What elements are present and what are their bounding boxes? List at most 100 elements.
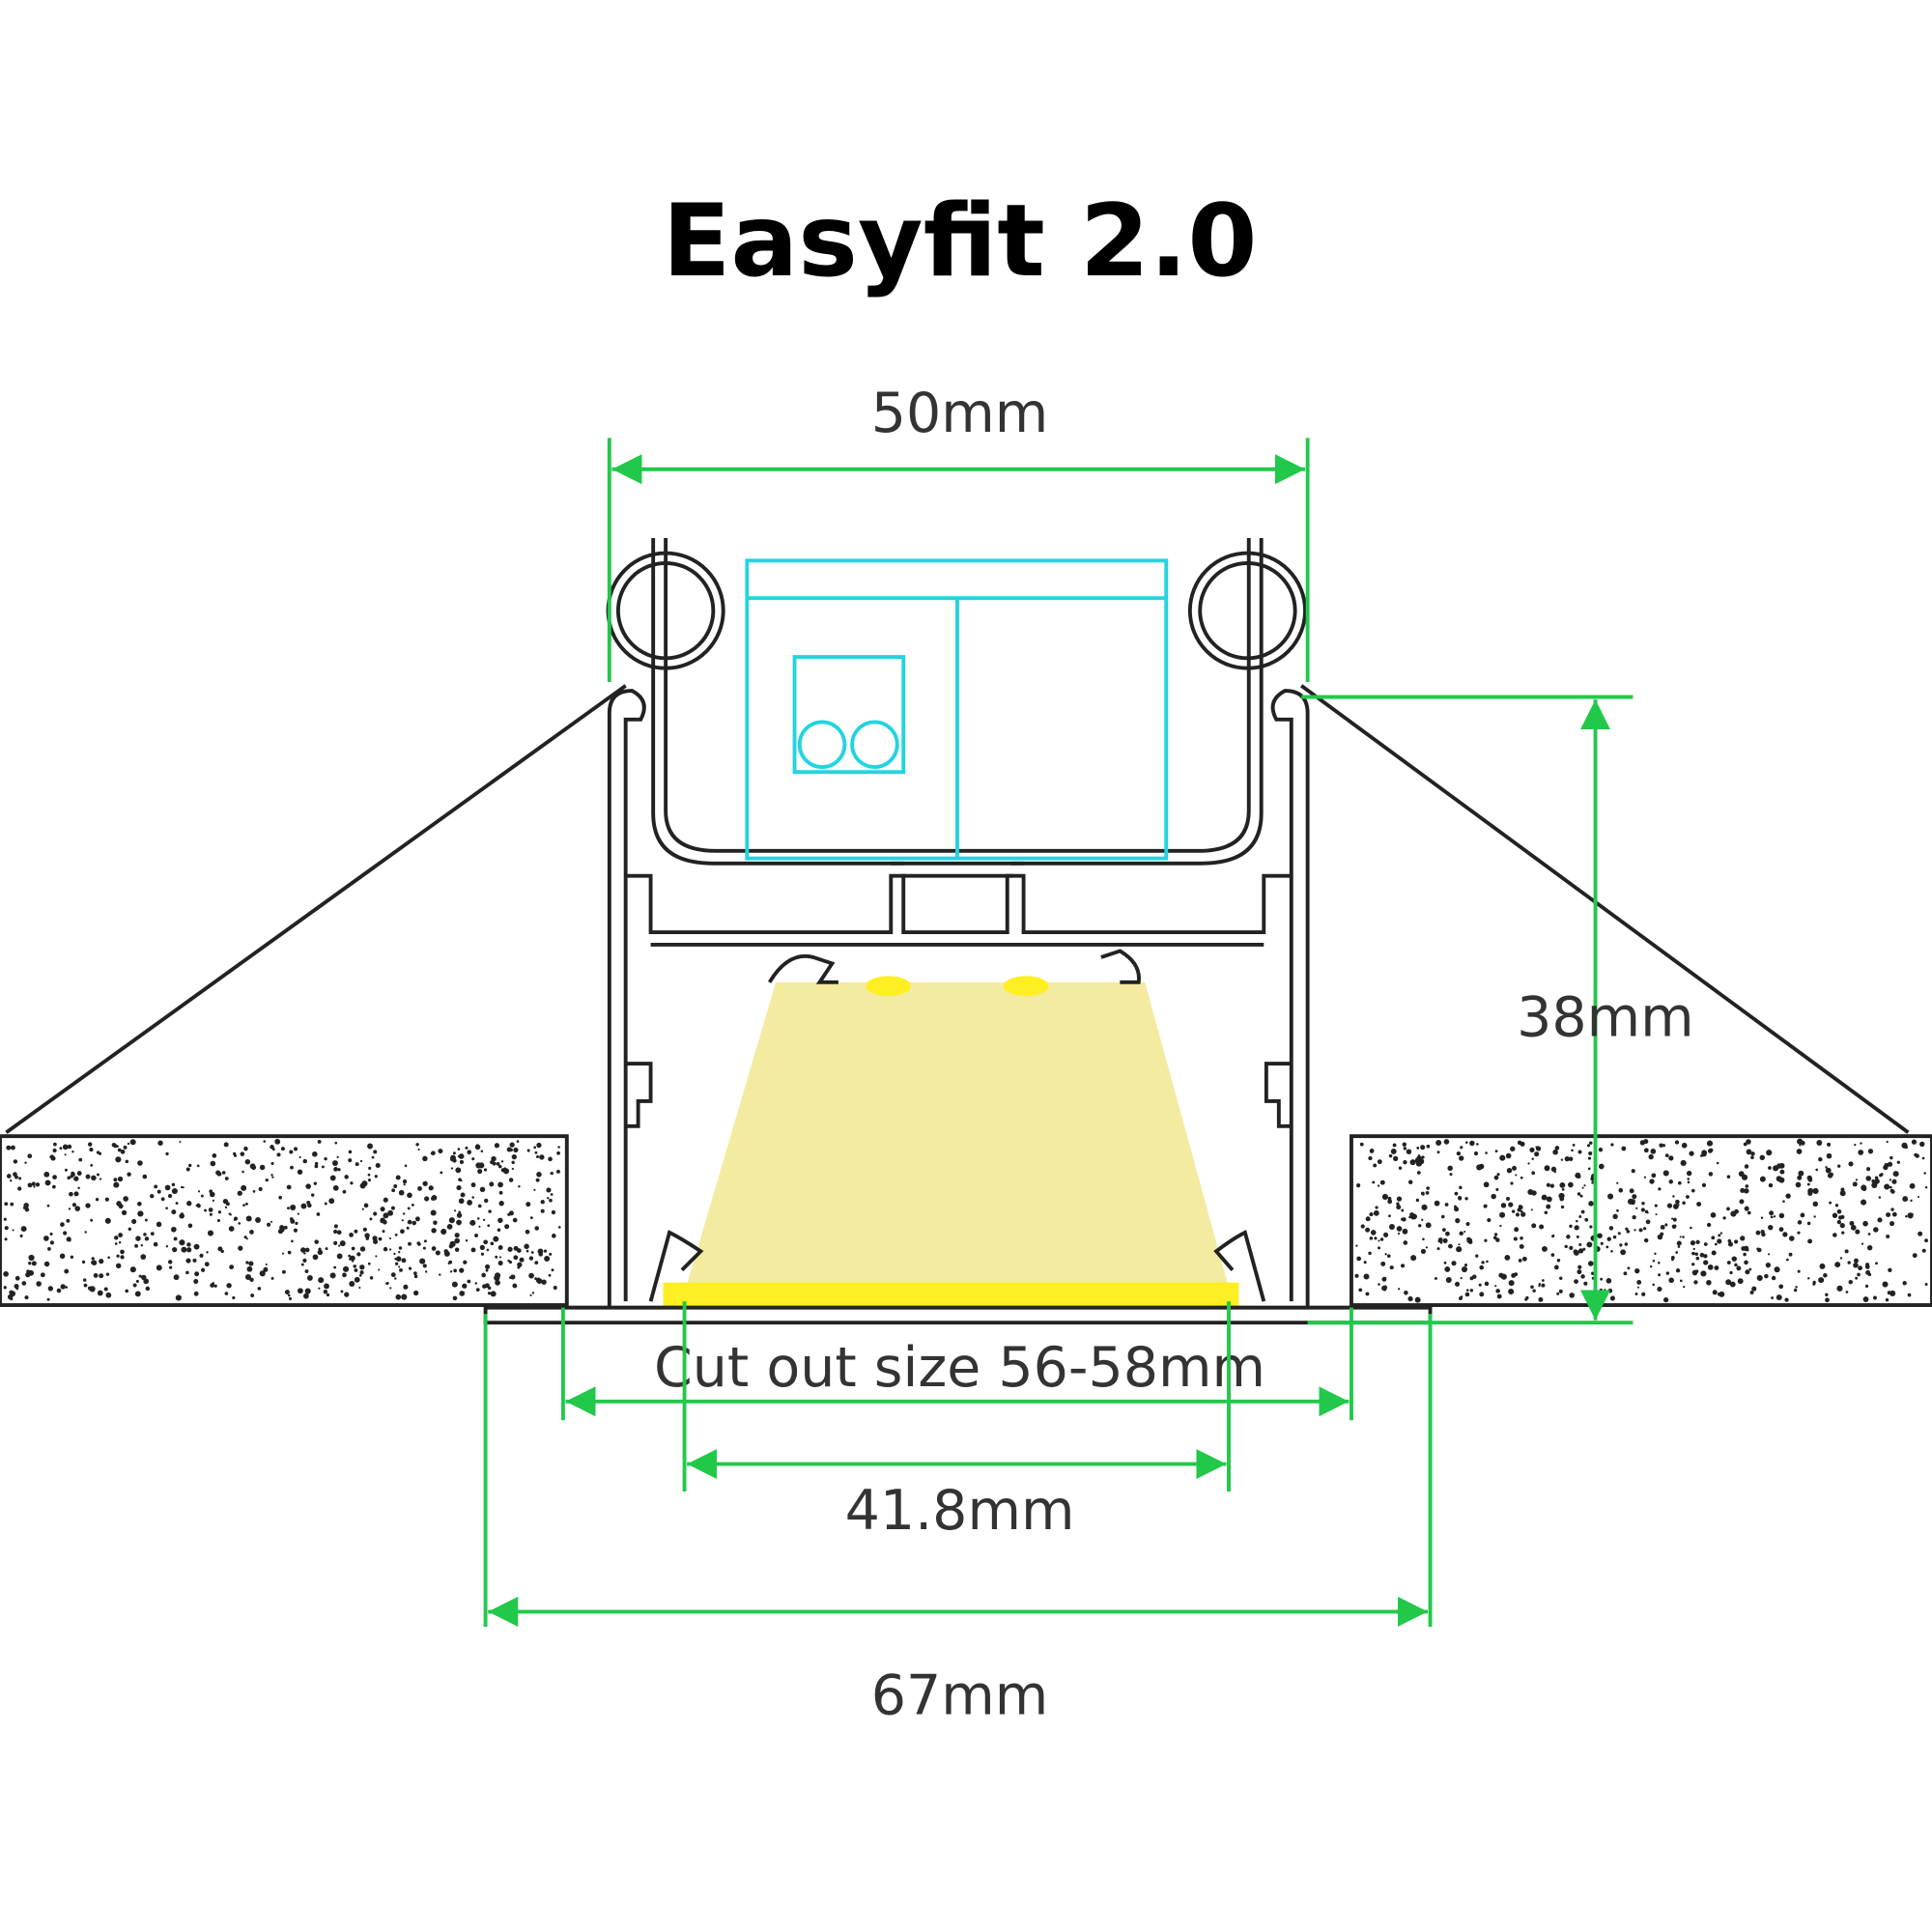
speckle-dot	[1435, 1139, 1442, 1146]
speckle-dot	[1546, 1204, 1551, 1209]
speckle-dot	[1847, 1261, 1851, 1264]
speckle-dot	[27, 1182, 33, 1188]
speckle-dot	[289, 1150, 294, 1154]
speckle-dot	[539, 1154, 545, 1160]
speckle-dot	[89, 1286, 96, 1293]
speckle-dot	[1694, 1269, 1699, 1273]
speckle-dot	[85, 1174, 91, 1179]
speckle-dot	[77, 1186, 80, 1190]
speckle-dot	[150, 1194, 155, 1199]
speckle-dot	[1719, 1232, 1723, 1235]
speckle-dot	[53, 1142, 57, 1147]
speckle-dot	[1416, 1171, 1421, 1175]
speckle-dot	[1710, 1212, 1717, 1218]
speckle-dot	[221, 1171, 226, 1175]
speckle-dot	[1493, 1175, 1499, 1180]
speckle-dot	[125, 1159, 129, 1164]
speckle-dot	[1923, 1172, 1926, 1175]
speckle-dot	[1731, 1258, 1734, 1261]
speckle-dot	[1517, 1208, 1521, 1212]
speckle-dot	[181, 1246, 187, 1253]
speckle-dot	[1426, 1144, 1431, 1149]
speckle-dot	[355, 1162, 359, 1167]
speckle-dot	[1657, 1261, 1661, 1264]
speckle-dot	[1404, 1290, 1408, 1295]
speckle-dot	[383, 1219, 387, 1225]
speckle-dot	[213, 1284, 217, 1288]
speckle-dot	[529, 1293, 532, 1296]
speckle-dot	[1381, 1285, 1387, 1292]
speckle-dot	[342, 1189, 347, 1194]
speckle-dot	[467, 1150, 472, 1154]
speckle-dot	[1884, 1183, 1890, 1190]
speckle-dot	[1873, 1227, 1879, 1233]
speckle-dot	[407, 1219, 412, 1225]
ceiling-slab-right	[1350, 1134, 1932, 1307]
speckle-dot	[283, 1225, 288, 1230]
speckle-dot	[1746, 1149, 1752, 1155]
speckle-dot	[324, 1283, 329, 1290]
speckle-dot	[1378, 1239, 1380, 1242]
speckle-dot	[215, 1170, 221, 1176]
speckle-dot	[1569, 1245, 1574, 1250]
speckle-dot	[1855, 1229, 1861, 1235]
speckle-dot	[35, 1182, 41, 1187]
speckle-dot	[1485, 1151, 1488, 1154]
speckle-dot	[89, 1148, 94, 1152]
speckle-dot	[394, 1262, 399, 1265]
speckle-dot	[118, 1204, 124, 1209]
speckle-dot	[71, 1203, 77, 1208]
speckle-dot	[1855, 1179, 1859, 1181]
speckle-dot	[498, 1190, 503, 1195]
speckle-dot	[511, 1167, 514, 1171]
speckle-dot	[1612, 1235, 1617, 1239]
speckle-dot	[145, 1286, 151, 1292]
speckle-dot	[1886, 1212, 1891, 1218]
speckle-dot	[374, 1175, 378, 1179]
speckle-dot	[498, 1256, 502, 1259]
speckle-dot	[477, 1168, 483, 1175]
speckle-dot	[1915, 1153, 1919, 1158]
speckle-dot	[1759, 1154, 1765, 1161]
speckle-dot	[52, 1148, 57, 1153]
speckle-dot	[1649, 1179, 1655, 1184]
speckle-dot	[1556, 1292, 1560, 1295]
speckle-dot	[356, 1252, 361, 1257]
speckle-dot	[1924, 1283, 1928, 1286]
speckle-dot	[1858, 1265, 1862, 1271]
speckle-dot	[1909, 1182, 1916, 1189]
speckle-dot	[1744, 1188, 1749, 1194]
speckle-dot	[302, 1258, 307, 1264]
speckle-dot	[556, 1151, 560, 1155]
speckle-dot	[28, 1269, 35, 1276]
speckle-dot	[263, 1266, 269, 1272]
speckle-dot	[1484, 1238, 1488, 1242]
speckle-dot	[1390, 1148, 1397, 1154]
speckle-dot	[10, 1202, 14, 1207]
speckle-dot	[69, 1191, 73, 1197]
speckle-dot	[487, 1224, 491, 1228]
speckle-dot	[1360, 1224, 1365, 1229]
speckle-dot	[1871, 1181, 1878, 1188]
speckle-dot	[1527, 1162, 1530, 1165]
speckle-dot	[1857, 1272, 1861, 1277]
speckle-dot	[1534, 1151, 1540, 1157]
speckle-dot	[399, 1267, 403, 1272]
speckle-dot	[1744, 1260, 1748, 1265]
speckle-dot	[138, 1274, 142, 1278]
speckle-dot	[270, 1161, 274, 1165]
speckle-dot	[1377, 1184, 1380, 1187]
speckle-dot	[497, 1217, 503, 1224]
speckle-dot	[1640, 1208, 1645, 1212]
speckle-dot	[127, 1172, 131, 1177]
speckle-dot	[458, 1198, 465, 1205]
speckle-dot	[233, 1216, 239, 1221]
speckle-dot	[1530, 1285, 1534, 1290]
speckle-dot	[1662, 1144, 1666, 1148]
speckle-dot	[1806, 1221, 1811, 1226]
speckle-dot	[456, 1185, 462, 1191]
speckle-dot	[118, 1241, 122, 1244]
speckle-dot	[1850, 1225, 1857, 1231]
diffuser	[663, 1282, 1239, 1308]
speckle-dot	[1546, 1196, 1552, 1203]
